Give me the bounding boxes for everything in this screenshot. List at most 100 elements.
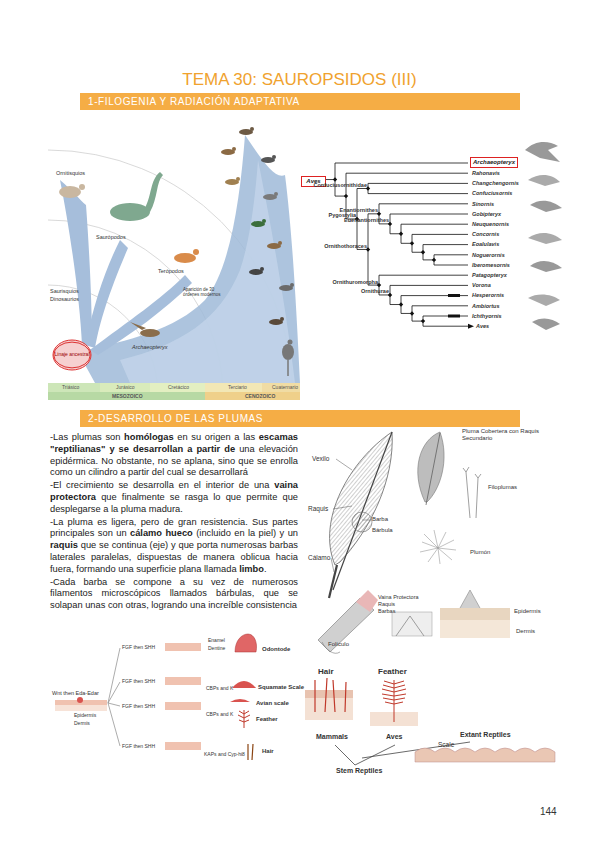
node-text: 1-FILOGENIA Y RADIACIÓN ADAPTATIVA [88,96,300,107]
figure-label: Aparición de 30 órdenes modernos [183,288,223,298]
radiation-illustration [282,344,294,360]
circle-outline [54,342,90,368]
molecular-diagram [77,697,83,703]
radiation-illustration [262,383,300,392]
cladogram [410,241,414,245]
radiation-illustration [280,317,284,321]
cladogram [401,224,468,225]
figure-label: Dermis [74,721,90,727]
molecular-diagram [238,710,250,728]
radiation-illustration [279,283,294,291]
taxon-label: Patagopteryx [472,272,507,278]
paragraph-text: -Cada barba se compone a su vez de numer… [50,577,298,611]
cladogram [379,203,468,204]
figure-label: Mammals [316,733,348,741]
feather-development [392,612,432,636]
figure-label: FGF then SHH [122,744,155,750]
figure-label: Wnt then Eda-Edar [52,690,99,696]
clade-label: Pygostylia [328,212,356,218]
radiation-illustration [120,160,295,383]
cladogram [423,316,468,317]
cladogram [410,311,414,315]
hair-feather-evolution [382,680,406,722]
molecular-diagram [55,634,257,760]
node-text: Linaje ancestral [54,352,89,358]
cladogram [390,214,468,215]
cladogram [421,319,425,323]
figure-label: Vexilo [312,455,329,462]
cladogram-birds [528,294,560,306]
taxon-label: Gobipteryx [472,211,501,217]
figure-label: Feather [378,668,407,677]
molecular-diagram [55,705,107,711]
figure-label: Aves [386,733,402,741]
cladogram [412,305,468,306]
feather-anatomy [333,506,352,509]
node-text: Archaeopteryx [473,159,515,165]
paragraph-text: . [264,564,267,574]
radiation-illustration [48,392,205,400]
radiation-illustration [288,340,293,345]
figure-label: Archaeopteryx [132,344,167,350]
figure-label: Squamate Scale [258,684,304,691]
taxon-label: Sinornis [472,201,494,207]
radiation-illustration [282,340,294,377]
figure-label: Pluma Cobertera con Raquis Secundario [462,428,552,441]
taxon-label: Neuquenornis [472,221,509,227]
cladogram-birds [528,233,562,244]
figure-label: Epidermis [514,608,541,615]
feather-anatomy [420,530,456,564]
cladogram-birds [525,142,560,162]
feather-development [356,590,378,612]
taxon-label: Aves [476,323,489,329]
radiation-illustration [232,147,236,151]
cladogram [399,232,403,236]
feather-anatomy [329,432,481,598]
taxon-label: Hesperornis [472,292,504,298]
figure-label: Ornitisquios [56,170,85,176]
radiation-illustration [261,155,276,163]
figure-label: Raquis [378,601,395,607]
radiation-illustration [221,147,236,155]
cladogram-birds [532,318,560,330]
radiation-illustration [48,383,100,392]
cladogram [412,234,468,235]
clade-label: Enantiornithes [339,207,378,213]
cladogram [423,326,468,327]
cladogram [346,173,468,174]
radiation-illustration [263,192,278,200]
figure-label: CENOZOICO [245,394,275,400]
cladogram [335,163,468,164]
feather-anatomy [333,432,392,590]
cladogram [368,183,468,184]
figure-label: Terópodos [158,268,184,274]
radiation-illustration [274,192,278,196]
molecular-diagram [165,702,201,710]
figure-label: CBPs and K [206,712,233,718]
hair-feather-evolution [315,678,346,712]
figure-label: Filoplumas [488,484,517,491]
figure-label: Hair [262,748,274,755]
figure-label: Avian scale [256,700,289,707]
radiation-illustration [290,283,294,287]
hair-feather-evolution [415,748,555,762]
cladogram-birds [528,175,560,186]
paragraph-text: (incluido en la piel) y un [193,528,298,538]
figure-label: Cálamo [308,554,330,561]
radiation-illustration [249,267,264,275]
feather-development [318,590,510,653]
radiation-illustration [48,127,300,400]
radiation-illustration [174,253,196,263]
figure-label: Hair [318,668,334,677]
figure-label: Cretácico [168,385,189,391]
clade-label: Ornithuromorpha [332,279,378,285]
radiation-illustration [278,241,282,245]
figure-label: Dentine [208,646,225,652]
figure-label: Plumón [470,549,490,556]
radiation-illustration [150,383,205,392]
molecular-diagram [108,648,120,746]
page-number: 144 [540,806,557,817]
molecular-diagram [248,744,253,760]
taxon-label: Vorona [472,282,491,288]
